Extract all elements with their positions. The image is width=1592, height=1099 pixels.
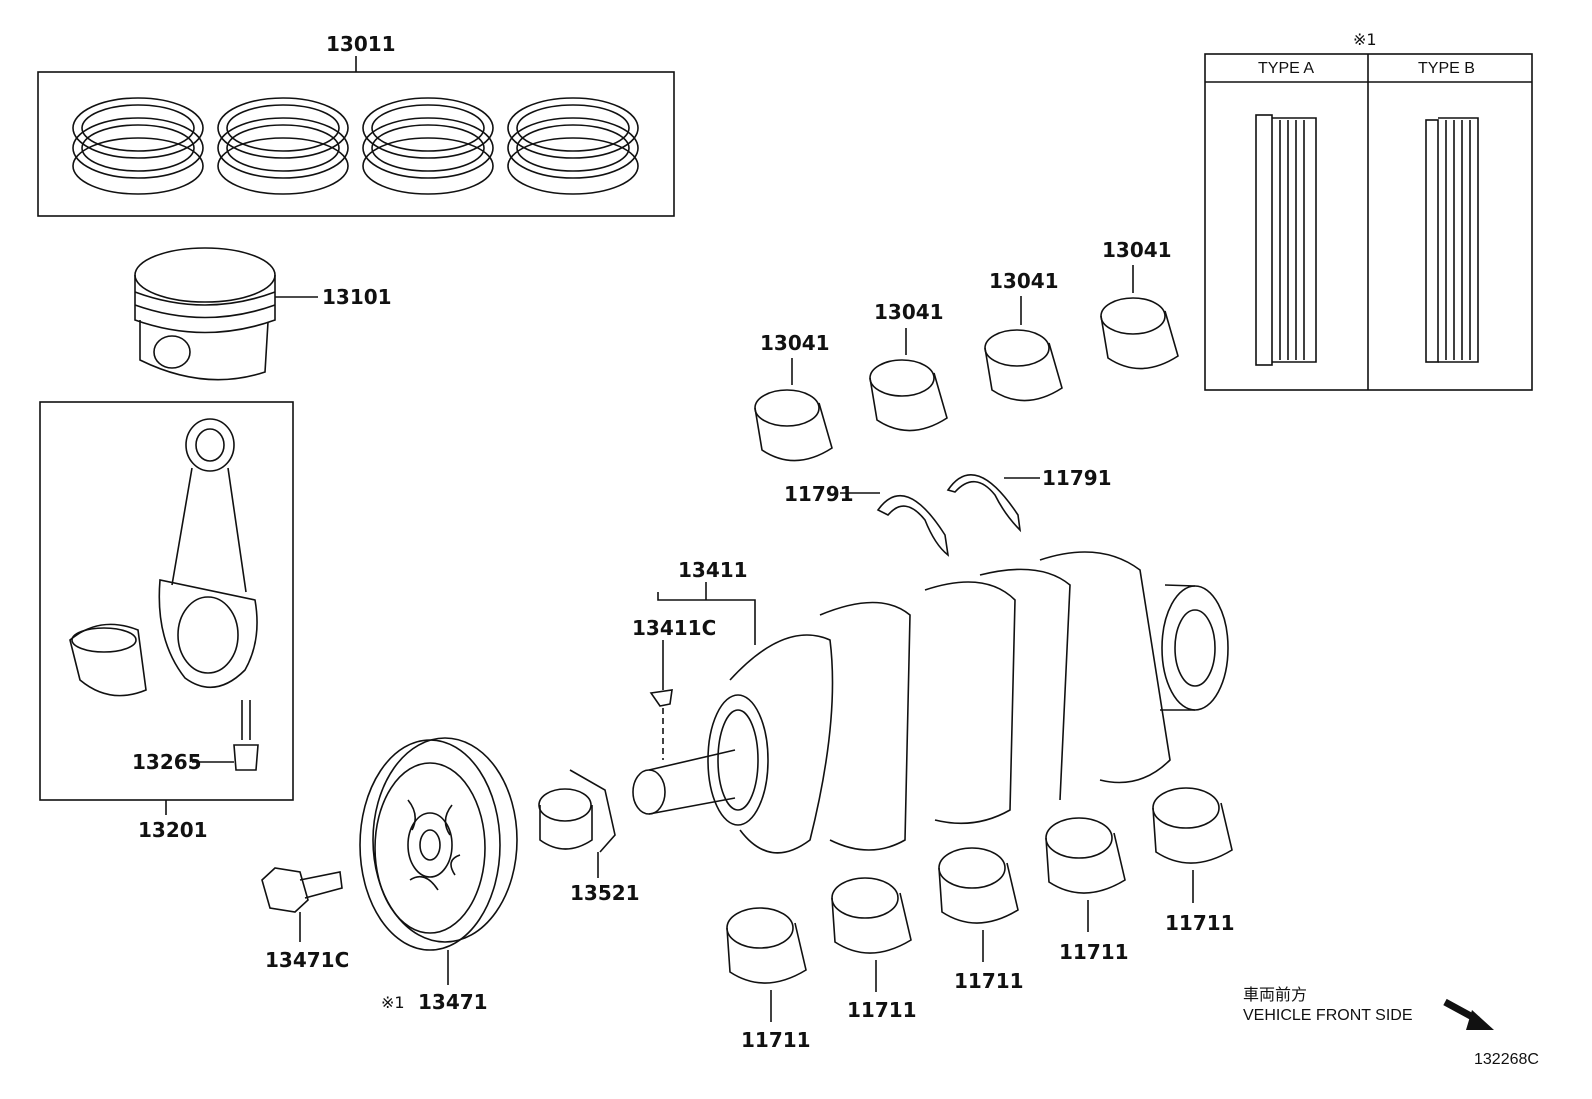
direction-japanese: 車両前方 <box>1243 985 1308 1004</box>
label-main-bearing-1: 11711 <box>741 1028 811 1052</box>
pulley-type-box <box>1204 53 1533 391</box>
label-conrod-bearing-4: 13041 <box>1102 238 1172 262</box>
label-main-bearing-4: 11711 <box>1059 940 1129 964</box>
label-thrust-washer-right: 11791 <box>1042 466 1112 490</box>
thrust-washers-illustration <box>840 473 1040 557</box>
label-thrust-washer-left: 11791 <box>784 482 854 506</box>
label-piston: 13101 <box>322 285 392 309</box>
type-a-header: TYPE A <box>1258 60 1315 77</box>
label-crankshaft-key: 13411C <box>632 616 717 640</box>
label-pulley: 13471 <box>418 990 488 1014</box>
connecting-rod-illustration <box>39 401 294 815</box>
conrod-bearings-illustration <box>754 265 1179 462</box>
type-box-mark: ※1 <box>1353 30 1377 49</box>
type-b-header: TYPE B <box>1418 60 1475 77</box>
ring-stack-4 <box>507 97 639 195</box>
direction-english: VEHICLE FRONT SIDE <box>1243 1007 1413 1024</box>
label-conrod-bearing-3: 13041 <box>989 269 1059 293</box>
label-conrod-assy: 13201 <box>138 818 208 842</box>
crankshaft-pulley-illustration <box>359 737 518 985</box>
ring-stack-2 <box>217 97 349 195</box>
label-conrod-bolt: 13265 <box>132 750 202 774</box>
label-conrod-bearing-1: 13041 <box>760 331 830 355</box>
pulley-bolt-illustration <box>261 867 343 942</box>
piston-illustration <box>134 247 318 381</box>
label-crank-sprocket: 13521 <box>570 881 640 905</box>
label-main-bearing-5: 11711 <box>1165 911 1235 935</box>
type-b-pulley-side-view <box>1425 117 1479 363</box>
piston-ring-set-illustration <box>37 56 675 217</box>
label-conrod-bearing-2: 13041 <box>874 300 944 324</box>
label-pulley-bolt: 13471C <box>265 948 350 972</box>
label-piston-ring-set: 13011 <box>326 32 396 56</box>
main-bearings-illustration <box>726 787 1233 1022</box>
ring-stack-1 <box>72 97 204 195</box>
label-crankshaft: 13411 <box>678 558 748 582</box>
label-main-bearing-3: 11711 <box>954 969 1024 993</box>
label-pulley-mark: ※1 <box>381 993 405 1012</box>
figure-code: 132268C <box>1474 1051 1539 1068</box>
crankshaft-illustration <box>632 551 1229 854</box>
crank-sprocket-illustration <box>538 769 616 878</box>
label-main-bearing-2: 11711 <box>847 998 917 1022</box>
ring-stack-3 <box>362 97 494 195</box>
vehicle-front-arrow-icon <box>1443 998 1494 1030</box>
type-a-pulley-side-view <box>1255 114 1317 366</box>
